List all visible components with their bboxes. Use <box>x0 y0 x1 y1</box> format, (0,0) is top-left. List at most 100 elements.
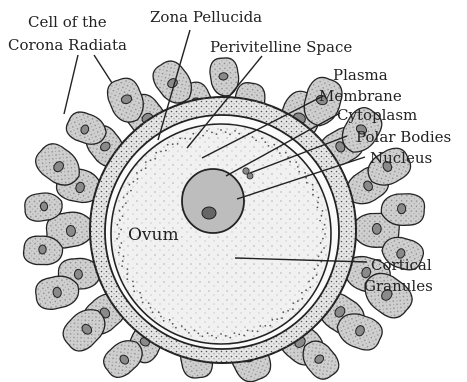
cortical-granule <box>301 292 303 294</box>
cortical-granule <box>322 210 324 212</box>
nucleus <box>182 169 244 233</box>
cortical-granule <box>317 207 319 209</box>
cortical-granule <box>312 189 314 191</box>
cortical-granule <box>281 317 283 319</box>
cortical-granule <box>320 242 322 244</box>
cortical-granule <box>130 190 132 192</box>
label-plasma-membrane: Plasma <box>333 66 388 84</box>
corona-cell-nucleus <box>40 202 48 211</box>
cortical-granule <box>145 161 147 163</box>
label-cytoplasm: Cytoplasm <box>337 106 417 124</box>
cortical-granule <box>215 337 217 339</box>
cortical-granule <box>142 302 144 304</box>
cortical-granule <box>316 274 318 276</box>
cortical-granule <box>140 170 142 172</box>
cortical-granule <box>184 138 186 140</box>
cortical-granule <box>148 302 150 304</box>
cortical-granule <box>255 140 257 142</box>
cortical-granule <box>297 166 299 168</box>
cortical-granule <box>285 152 287 154</box>
cortical-granule <box>295 161 297 163</box>
cortical-granule <box>225 131 227 133</box>
cortical-granule <box>276 318 278 320</box>
cortical-granule <box>197 333 199 335</box>
cortical-granule <box>189 138 191 140</box>
corona-cell-nucleus <box>38 245 46 254</box>
cortical-granule <box>133 290 135 292</box>
cortical-granule <box>133 285 135 287</box>
label-cortical-granules: Cortical <box>371 256 432 274</box>
cortical-granule <box>306 182 308 184</box>
cortical-granule <box>252 330 254 332</box>
leader-corona-cell <box>94 55 112 83</box>
cortical-granule <box>234 332 236 334</box>
cortical-granule <box>289 161 291 163</box>
cortical-granule <box>304 172 306 174</box>
cortical-granule <box>234 130 236 132</box>
cortical-granule <box>225 335 227 337</box>
cortical-granule <box>139 292 141 294</box>
cortical-granule <box>152 311 154 313</box>
cortical-granule <box>319 220 321 222</box>
cortical-granule <box>279 152 281 154</box>
corona-cell-nucleus <box>397 204 406 214</box>
cortical-granule <box>127 268 129 270</box>
cortical-granule <box>322 229 324 231</box>
cortical-granule <box>259 325 261 327</box>
cortical-granule <box>167 144 169 146</box>
cortical-granule <box>175 327 177 329</box>
cortical-granule <box>323 247 325 249</box>
cortical-granule <box>238 133 240 135</box>
cortical-granule <box>181 325 183 327</box>
label-ovum: Ovum <box>128 225 179 245</box>
cortical-granule <box>202 335 204 337</box>
corona-cell-nucleus <box>74 269 82 279</box>
cortical-granule <box>318 255 320 257</box>
cortical-granule <box>312 194 314 196</box>
cortical-granule <box>312 184 314 186</box>
cortical-granule <box>194 330 196 332</box>
cortical-granule <box>264 141 266 143</box>
cortical-granule <box>126 273 128 275</box>
cortical-granule <box>308 281 310 283</box>
cortical-granule <box>297 300 299 302</box>
cortical-granule <box>145 167 147 169</box>
corona-cell-nucleus <box>372 223 381 234</box>
polar-body <box>247 173 253 179</box>
cortical-granule <box>318 197 320 199</box>
label-corona-cell: Cell of the <box>28 13 107 31</box>
cortical-granule <box>172 323 174 325</box>
corona-cell <box>209 57 241 97</box>
cortical-granule <box>123 197 125 199</box>
cortical-granule <box>305 289 307 291</box>
cortical-granule <box>188 332 190 334</box>
leader-corona-cell <box>64 55 78 114</box>
cortical-granule <box>301 298 303 300</box>
cortical-granule <box>119 210 121 212</box>
cortical-granule <box>125 202 127 204</box>
cortical-granule <box>321 251 323 253</box>
cortical-granule <box>165 150 167 152</box>
cortical-granule <box>312 277 314 279</box>
cortical-granule <box>136 172 138 174</box>
cortical-granule <box>122 260 124 262</box>
cortical-granule <box>122 206 124 208</box>
cortical-granule <box>292 302 294 304</box>
cortical-granule <box>282 311 284 313</box>
cortical-granule <box>220 333 222 335</box>
label-polar-bodies: Polar Bodies <box>356 128 451 146</box>
cortical-granule <box>137 178 139 180</box>
cortical-granule <box>120 229 122 231</box>
cortical-granule <box>126 278 128 280</box>
cortical-granule <box>121 242 123 244</box>
cortical-granule <box>184 329 186 331</box>
cortical-granule <box>269 325 271 327</box>
label-plasma-membrane: Membrane <box>319 87 402 105</box>
cortical-granule <box>317 265 319 267</box>
label-nucleus: Nucleus <box>370 149 432 167</box>
label-cortical-granules: Granules <box>364 277 433 295</box>
cortical-granule <box>172 143 174 145</box>
cortical-granule <box>202 135 204 137</box>
cortical-granule <box>324 233 326 235</box>
cortical-granule <box>322 238 324 240</box>
